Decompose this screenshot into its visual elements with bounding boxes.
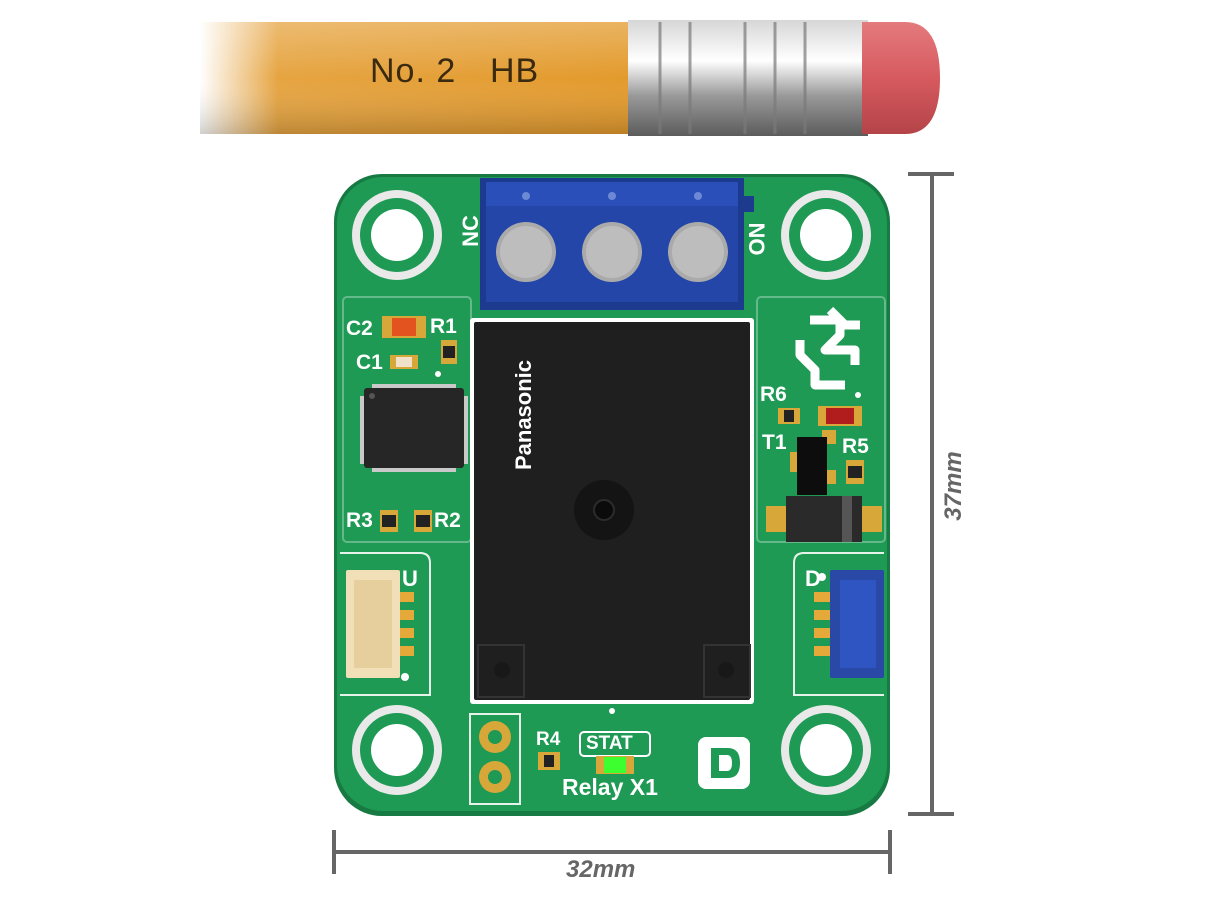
label-c2: C2 — [346, 317, 373, 340]
label-r6: R6 — [760, 383, 787, 406]
label-t1: T1 — [762, 431, 787, 454]
connector-u — [346, 570, 414, 681]
r5-resistor — [846, 460, 864, 484]
pencil-eraser — [862, 22, 940, 134]
mounting-holes — [352, 190, 871, 795]
t1-transistor — [790, 430, 836, 495]
stat-led — [596, 756, 634, 774]
c2-capacitor — [382, 316, 426, 338]
width-dimension-label: 32mm — [566, 856, 636, 883]
stat-label: STAT — [586, 733, 633, 754]
diode — [766, 496, 882, 542]
label-r2: R2 — [434, 509, 461, 532]
r1-resistor — [441, 340, 457, 364]
terminal-label-no: NO — [744, 222, 769, 256]
relay-component — [470, 318, 754, 704]
label-r1: R1 — [430, 315, 457, 338]
pencil-grade-text: No. 2 — [370, 52, 457, 90]
connector-d — [814, 570, 884, 678]
height-dimension-label: 37mm — [940, 451, 967, 521]
brand-lattice-logo — [795, 306, 860, 390]
r2-resistor — [414, 510, 432, 532]
width-dimension — [332, 830, 892, 874]
r3-resistor — [380, 510, 398, 532]
label-r4: R4 — [536, 729, 561, 750]
screw-terminal-block — [480, 178, 754, 310]
label-connector-u: U — [402, 566, 418, 591]
d-logo — [698, 737, 750, 789]
pencil-illustration — [200, 20, 940, 136]
r4-resistor — [538, 752, 560, 770]
c1-capacitor — [390, 355, 418, 369]
pin-header-pads — [469, 713, 521, 805]
pencil-hardness-text: HB — [490, 52, 540, 90]
pencil-ferrule — [628, 20, 868, 136]
height-dimension — [908, 172, 954, 816]
r6-resistor — [778, 408, 800, 424]
label-r3: R3 — [346, 509, 373, 532]
board-title: Relay X1 — [562, 774, 658, 800]
label-c1: C1 — [356, 351, 383, 374]
label-connector-d: D — [805, 566, 821, 591]
relay-brand-label: Panasonic — [511, 359, 536, 471]
terminal-label-nc: NC — [458, 215, 483, 247]
led-red — [818, 406, 862, 426]
microcontroller-chip — [360, 371, 468, 472]
label-r5: R5 — [842, 435, 869, 458]
